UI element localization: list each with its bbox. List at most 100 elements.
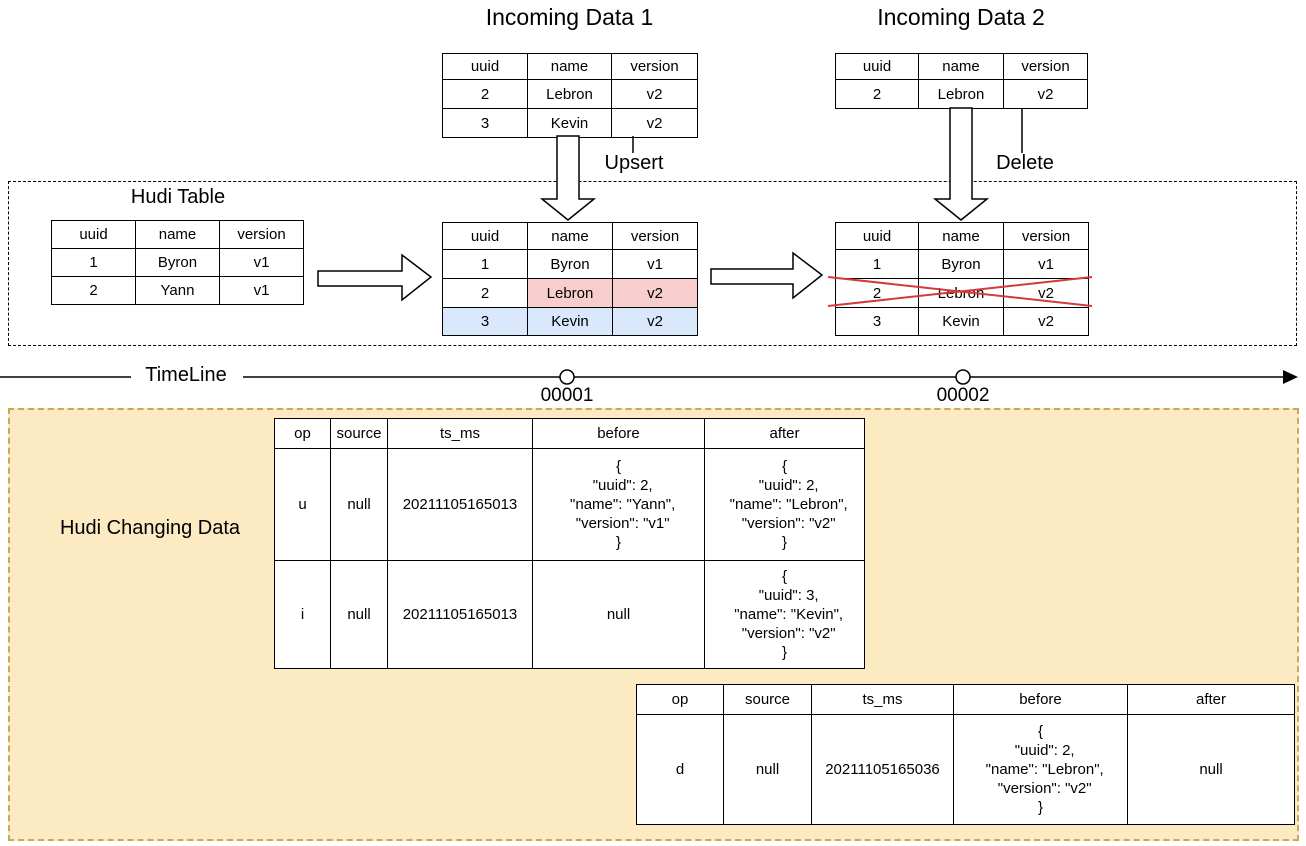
table-header-row: uuid name version [51, 220, 304, 249]
delete-label: Delete [996, 152, 1054, 174]
table-cell: v2 [1003, 278, 1089, 308]
incoming-data-1-table: uuid name version 2 Lebron v2 3 Kevin v2 [442, 53, 698, 138]
ts-cell: 20211105165013 [387, 448, 533, 561]
table-cell-inserted: 3 [442, 307, 528, 336]
table-cell: Kevin [918, 307, 1004, 336]
after-cell: { "uuid": 3, "name": "Kevin", "version":… [704, 560, 865, 669]
header-cell: op [636, 684, 724, 715]
table-cell: 3 [835, 307, 919, 336]
header-cell: uuid [835, 53, 919, 80]
table-header-row: uuid name version [442, 222, 698, 250]
header-cell: before [532, 418, 705, 449]
header-cell: source [330, 418, 388, 449]
table-cell: Yann [135, 276, 220, 305]
table-cell-updated: Lebron [527, 278, 613, 308]
header-cell: name [527, 53, 612, 80]
header-cell: ts_ms [387, 418, 533, 449]
hudi-table-after-delete: uuid name version 1 Byron v1 2 Lebron v2… [835, 222, 1089, 336]
table-cell-inserted: v2 [612, 307, 698, 336]
table-row-inserted: 3 Kevin v2 [442, 307, 698, 336]
table-row: 2 Lebron v2 [442, 79, 698, 109]
table-cell: 3 [442, 108, 528, 138]
hudi-changing-data-label: Hudi Changing Data [59, 517, 241, 539]
table-header-row: uuid name version [835, 222, 1089, 250]
changing-data-table-1: op source ts_ms before after u null 2021… [274, 418, 865, 669]
op-cell: i [274, 560, 331, 669]
table-cell: Lebron [918, 278, 1004, 308]
changing-data-table-2: op source ts_ms before after d null 2021… [636, 684, 1295, 825]
header-cell: name [135, 220, 220, 249]
hudi-table-label: Hudi Table [130, 186, 226, 208]
op-cell: u [274, 448, 331, 561]
table-row: 1 Byron v1 [835, 249, 1089, 279]
ts-cell: 20211105165036 [811, 714, 954, 825]
timeline-label: TimeLine [145, 364, 227, 386]
header-cell: version [1003, 53, 1088, 80]
table-cell: Byron [918, 249, 1004, 279]
table-cell-inserted: Kevin [527, 307, 613, 336]
table-cell: v1 [219, 248, 304, 277]
header-cell: version [219, 220, 304, 249]
table-row: 2 Lebron v2 [835, 79, 1088, 109]
hudi-table-initial: uuid name version 1 Byron v1 2 Yann v1 [51, 220, 304, 305]
table-cell: v2 [1003, 79, 1088, 109]
commit-marker-2 [955, 369, 971, 385]
header-cell: uuid [442, 222, 528, 250]
table-row: 1 Byron v1 [442, 249, 698, 279]
table-cell: v1 [219, 276, 304, 305]
table-header-row: uuid name version [442, 53, 698, 80]
table-header-row: uuid name version [835, 53, 1088, 80]
header-cell: before [953, 684, 1128, 715]
after-cell: null [1127, 714, 1295, 825]
table-row: 1 Byron v1 [51, 248, 304, 277]
before-cell: null [532, 560, 705, 669]
header-cell: after [1127, 684, 1295, 715]
table-cell: Byron [135, 248, 220, 277]
table-cell: 2 [51, 276, 136, 305]
before-cell: { "uuid": 2, "name": "Yann", "version": … [532, 448, 705, 561]
header-cell: name [527, 222, 613, 250]
table-row: 3 Kevin v2 [442, 108, 698, 138]
header-cell: name [918, 222, 1004, 250]
before-cell: { "uuid": 2, "name": "Lebron", "version"… [953, 714, 1128, 825]
header-cell: ts_ms [811, 684, 954, 715]
header-cell: uuid [442, 53, 528, 80]
upsert-label: Upsert [604, 152, 664, 174]
ts-cell: 20211105165013 [387, 560, 533, 669]
header-cell: version [611, 53, 698, 80]
table-cell: 2 [835, 278, 919, 308]
table-header-row: op source ts_ms before after [274, 418, 865, 449]
table-row: 3 Kevin v2 [835, 307, 1089, 336]
change-row-insert: i null 20211105165013 null { "uuid": 3, … [274, 560, 865, 669]
change-row-delete: d null 20211105165036 { "uuid": 2, "name… [636, 714, 1295, 825]
table-cell: Lebron [918, 79, 1004, 109]
table-cell: Byron [527, 249, 613, 279]
commit-marker-1 [559, 369, 575, 385]
change-row-update: u null 20211105165013 { "uuid": 2, "name… [274, 448, 865, 561]
incoming-data-2-table: uuid name version 2 Lebron v2 [835, 53, 1088, 109]
header-cell: version [612, 222, 698, 250]
header-cell: name [918, 53, 1004, 80]
table-row-deleted: 2 Lebron v2 [835, 278, 1089, 308]
table-header-row: op source ts_ms before after [636, 684, 1295, 715]
source-cell: null [723, 714, 812, 825]
table-cell: v1 [1003, 249, 1089, 279]
table-cell: v2 [611, 108, 698, 138]
table-cell: v2 [611, 79, 698, 109]
hudi-table-after-upsert: uuid name version 1 Byron v1 2 Lebron v2… [442, 222, 698, 336]
header-cell: after [704, 418, 865, 449]
table-cell: 1 [835, 249, 919, 279]
hudi-table-container [8, 181, 1297, 346]
table-cell: 1 [442, 249, 528, 279]
table-cell: 1 [51, 248, 136, 277]
timeline-arrowhead [1283, 370, 1298, 384]
header-cell: source [723, 684, 812, 715]
table-cell: 2 [442, 79, 528, 109]
header-cell: version [1003, 222, 1089, 250]
header-cell: uuid [51, 220, 136, 249]
op-cell: d [636, 714, 724, 825]
table-cell: v2 [1003, 307, 1089, 336]
incoming-data-2-title: Incoming Data 2 [877, 4, 1045, 30]
table-cell: Lebron [527, 79, 612, 109]
source-cell: null [330, 560, 388, 669]
